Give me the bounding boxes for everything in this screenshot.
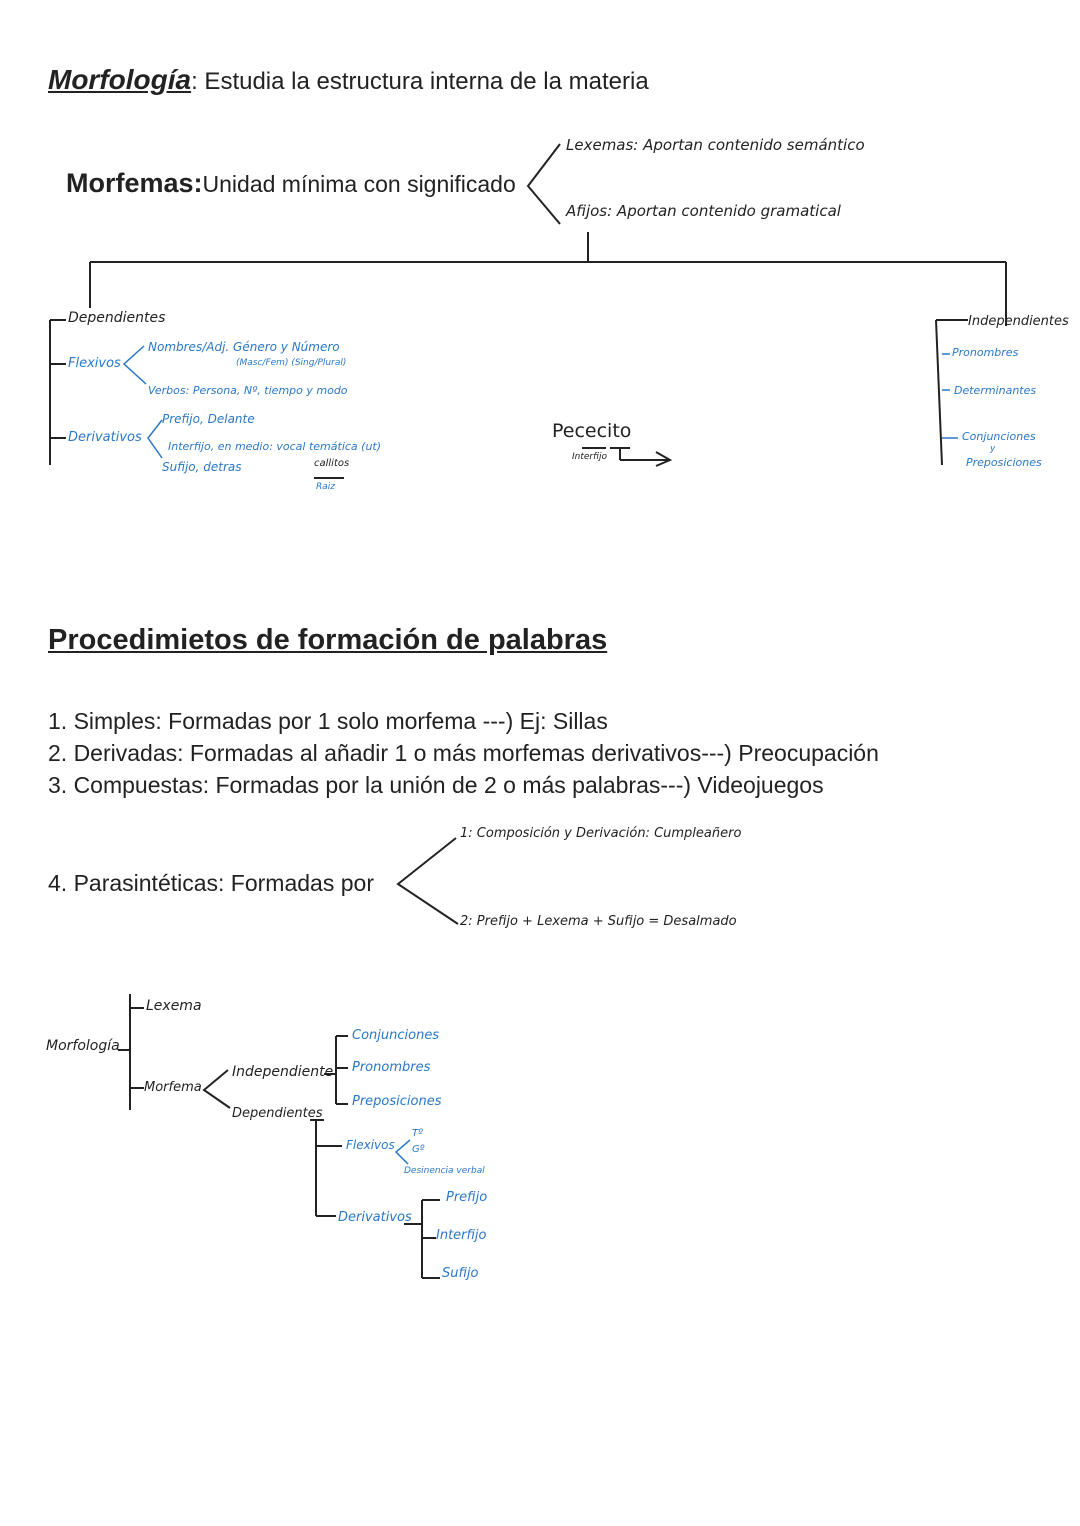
dependientes-label: Dependientes xyxy=(68,310,166,326)
list-item: 2. Derivadas: Formadas al añadir 1 o más… xyxy=(48,740,879,766)
tree-ind-item: Pronombres xyxy=(352,1060,431,1075)
parasintetica-option-1: 1: Composición y Derivación: Cumpleañero xyxy=(460,826,742,841)
list-item: 3. Compuestas: Formadas por la unión de … xyxy=(48,772,824,798)
parasintetica-option-2: 2: Prefijo + Lexema + Sufijo = Desalmado xyxy=(460,914,737,929)
tree-flex-item: Gº xyxy=(412,1144,425,1155)
lexemas-note: Lexemas: Aportan contenido semántico xyxy=(566,136,865,154)
tree-der-item: Prefijo xyxy=(446,1190,488,1205)
tree-der-item: Sufijo xyxy=(442,1266,479,1281)
tree-ind-item: Conjunciones xyxy=(352,1028,440,1043)
morfemas-text: Unidad mínima con significado xyxy=(202,171,516,197)
raiz-note: Raiz xyxy=(316,482,335,492)
list-item: 1. Simples: Formadas por 1 solo morfema … xyxy=(48,708,608,734)
tree-flex-item: Tº xyxy=(412,1128,423,1139)
tree-dependientes: Dependientes xyxy=(232,1106,323,1121)
pececito-word: Pececito xyxy=(552,420,632,442)
afijos-note: Afijos: Aportan contenido gramatical xyxy=(566,202,841,220)
sufijo-note: Sufijo, detras xyxy=(162,460,242,474)
flex-verbos: Verbos: Persona, Nº, tiempo y modo xyxy=(148,384,348,397)
tree-flexivos: Flexivos xyxy=(346,1138,395,1152)
tree-independiente: Independiente xyxy=(232,1064,334,1080)
tree-root: Morfología xyxy=(46,1038,120,1054)
tree-der-item: Interfijo xyxy=(436,1228,487,1243)
pececito-interfijo: Interfijo xyxy=(572,452,607,462)
callitos-example: callitos xyxy=(314,458,350,469)
tree-lexema: Lexema xyxy=(146,998,202,1014)
ind-item: Pronombres xyxy=(952,346,1019,359)
tree-ind-item: Preposiciones xyxy=(352,1094,442,1109)
ind-item: y xyxy=(990,444,996,454)
tree-morfema: Morfema xyxy=(144,1080,202,1095)
title-rest: : Estudia la estructura interna de la ma… xyxy=(191,68,649,95)
morfemas-definition: Morfemas:Unidad mínima con significado xyxy=(66,168,516,199)
tree-flex-item: Desinencia verbal xyxy=(404,1166,485,1176)
flex-nombres-sub: (Masc/Fem) (Sing/Plural) xyxy=(236,358,347,368)
page-title: Morfología: Estudia la estructura intern… xyxy=(48,64,649,96)
interfijo-note: Interfijo, en medio: vocal temática (ut) xyxy=(168,440,382,453)
ind-item: Determinantes xyxy=(954,384,1037,397)
title-heading: Morfología xyxy=(48,64,192,95)
prefijo-note: Prefijo, Delante xyxy=(162,412,255,426)
independientes-label: Independientes xyxy=(968,314,1069,329)
morfemas-label: Morfemas: xyxy=(66,168,203,198)
flexivos-label: Flexivos xyxy=(68,356,121,371)
section-heading: Procedimietos de formación de palabras xyxy=(48,624,608,656)
ind-item: Conjunciones xyxy=(962,430,1036,443)
derivativos-label: Derivativos xyxy=(68,430,142,445)
flex-nombres: Nombres/Adj. Género y Número xyxy=(148,340,340,354)
list-item: 4. Parasintéticas: Formadas por xyxy=(48,870,374,896)
tree-derivativos: Derivativos xyxy=(338,1210,412,1225)
ind-item: Preposiciones xyxy=(966,456,1042,469)
